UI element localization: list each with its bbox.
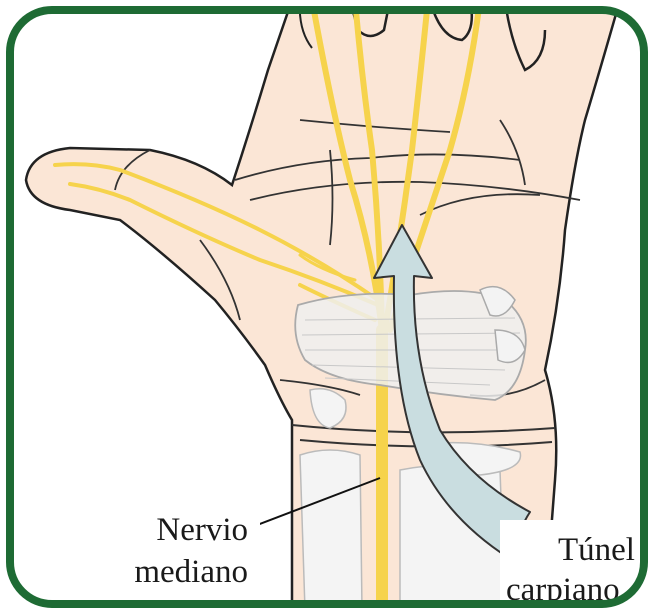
nerve-label-line1: Nervio [156,512,248,548]
nerve-label-line2: mediano [134,554,248,590]
tunnel-label-line1: Túnel [558,532,635,568]
